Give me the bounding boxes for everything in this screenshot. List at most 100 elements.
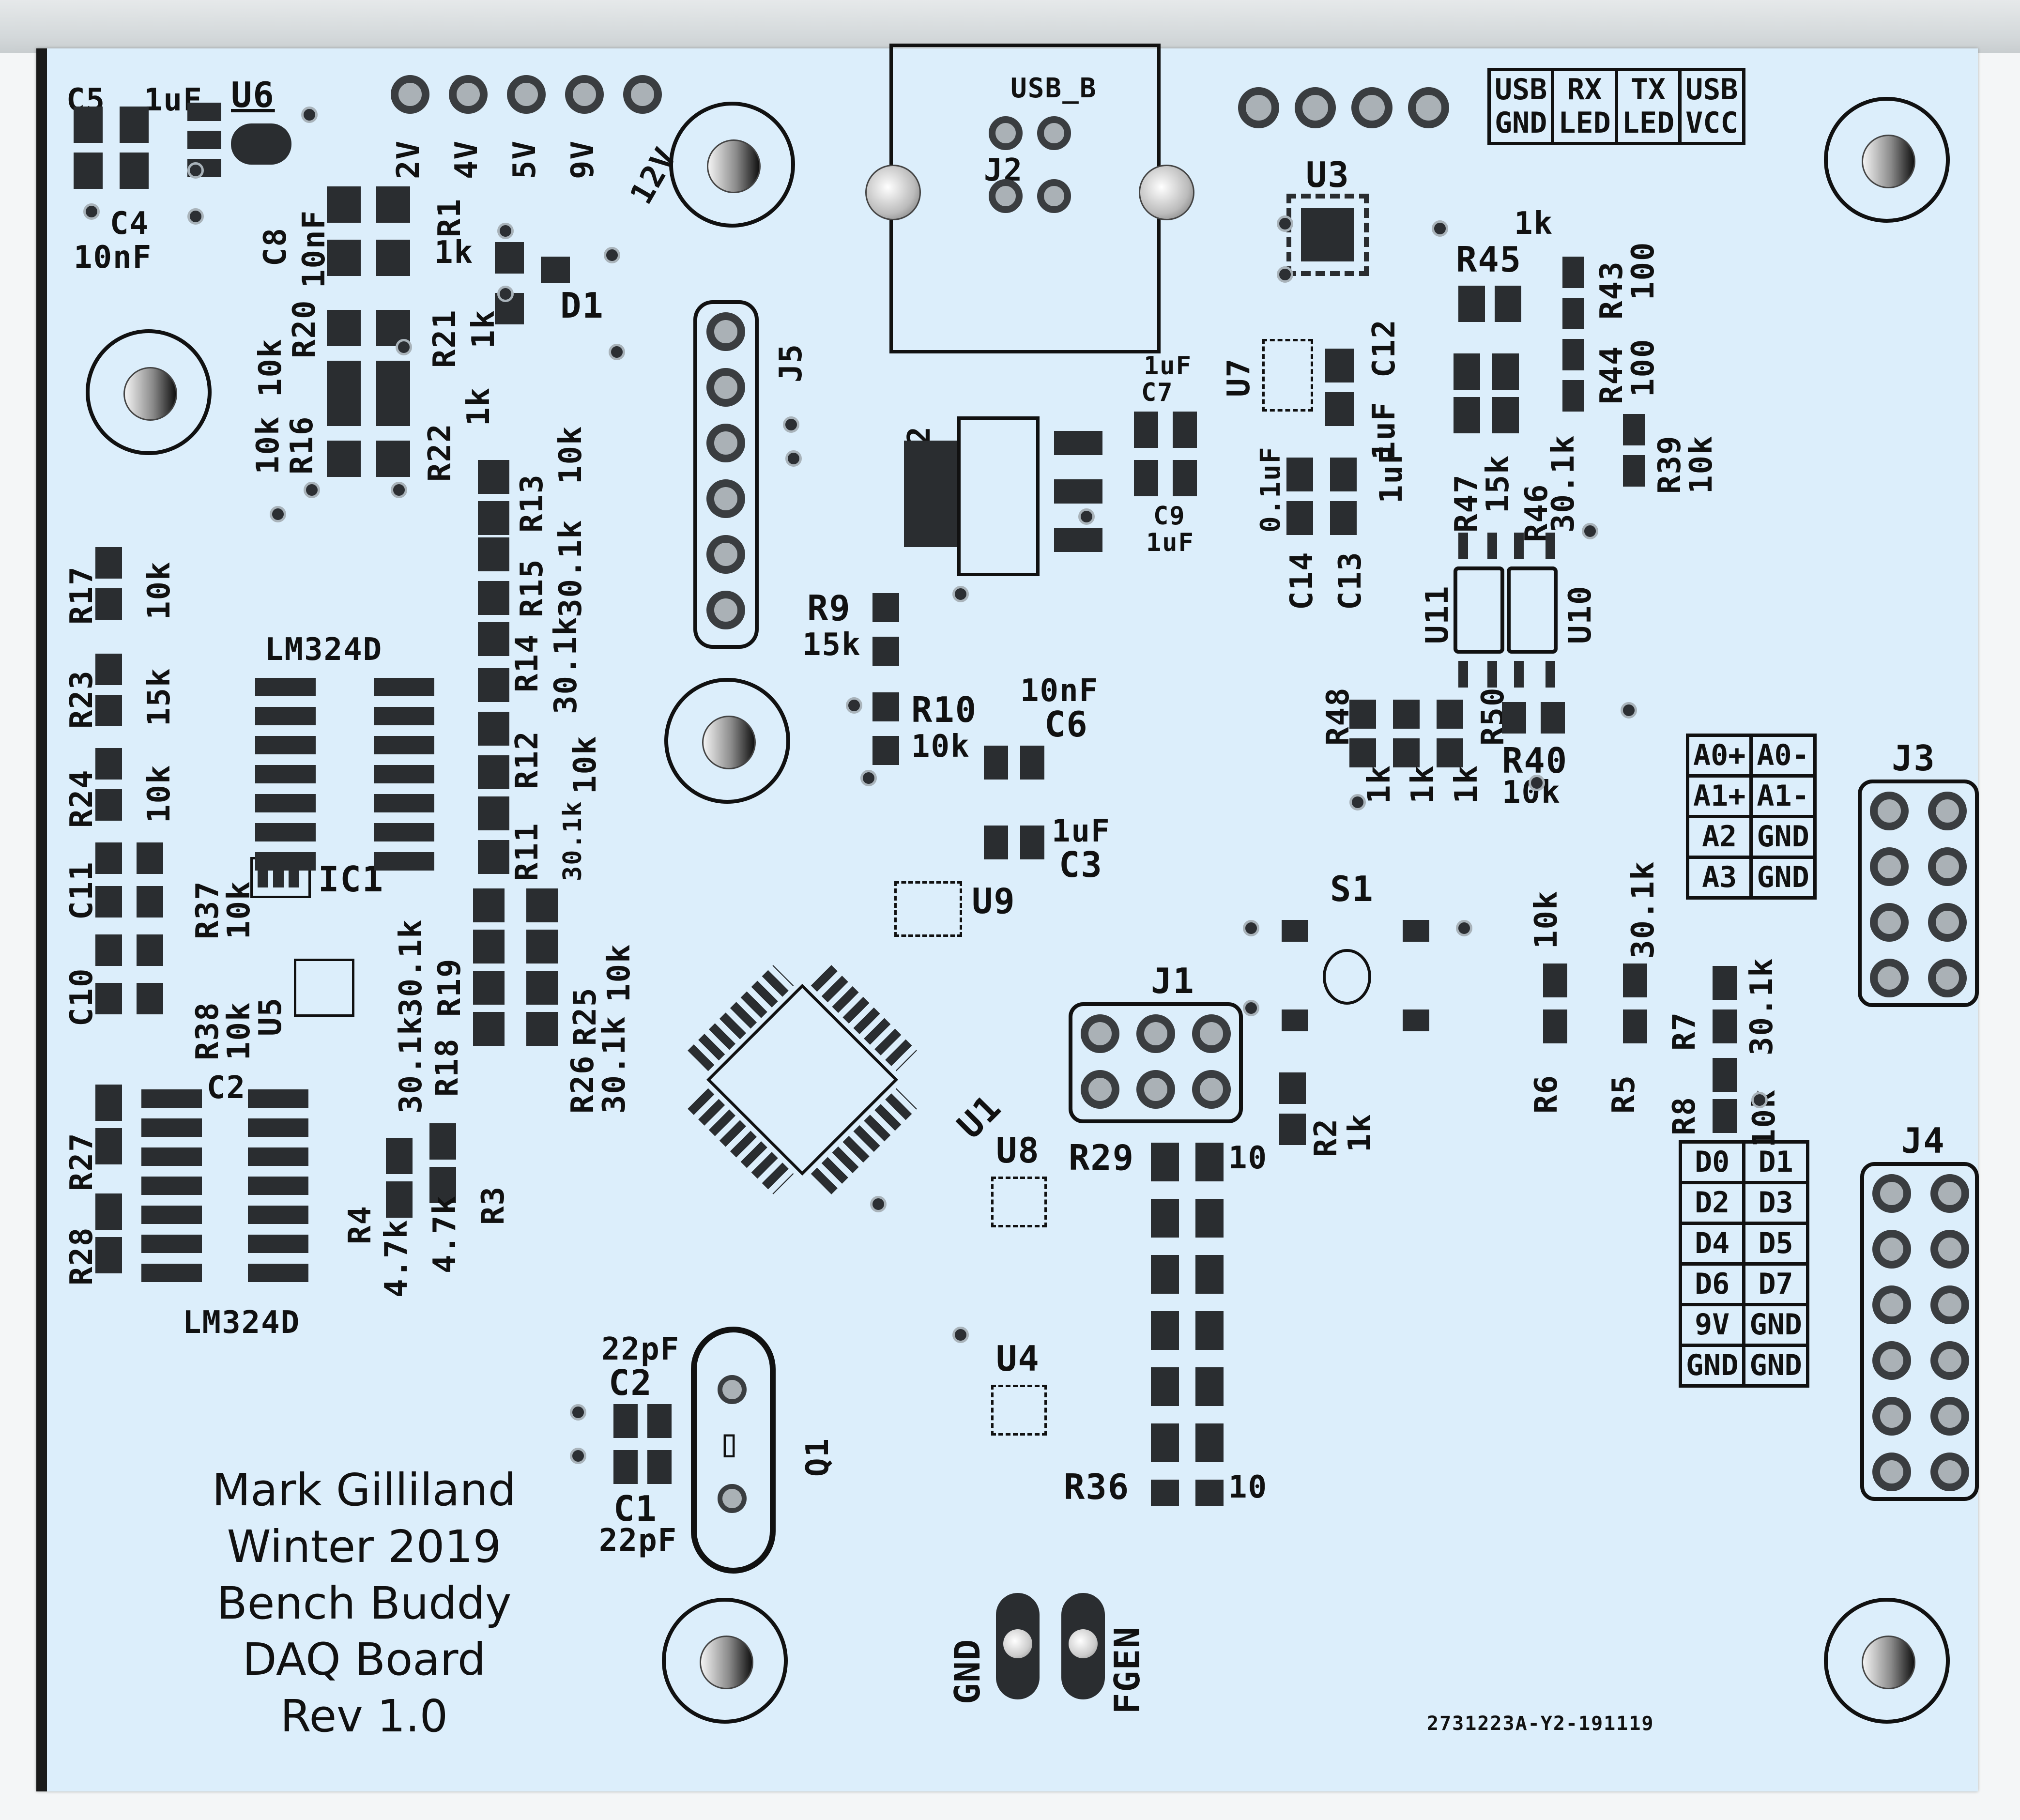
j3-pin-label: A1+ (1685, 774, 1753, 818)
value-r46: 30.1k (1546, 434, 1581, 533)
j3-pin (1928, 903, 1967, 942)
via (870, 1196, 887, 1212)
pad (647, 1450, 672, 1484)
j4-pin (1872, 1453, 1911, 1491)
ref-r4: R4 (342, 1205, 378, 1244)
fab-code: 2731223A-Y2-191119 (1427, 1713, 1654, 1735)
pad (647, 1404, 672, 1438)
j4-pin (1930, 1341, 1969, 1380)
via (187, 162, 204, 179)
pad (141, 1235, 202, 1253)
label-gnd-jack: GND (947, 1638, 988, 1704)
pad (1134, 412, 1158, 448)
pad (1623, 1009, 1647, 1043)
pad (473, 888, 505, 922)
pad (478, 581, 509, 615)
via (952, 1327, 969, 1343)
via (1751, 1092, 1768, 1108)
pad (872, 736, 899, 765)
pad (376, 441, 410, 477)
pad (95, 842, 122, 874)
via (1456, 920, 1472, 936)
pad (374, 736, 434, 754)
value-r7: 30.1k (1744, 957, 1780, 1055)
pad (526, 1012, 558, 1046)
pad (1454, 397, 1480, 433)
j4-pin (1872, 1397, 1911, 1436)
s1-button-icon[interactable] (1323, 949, 1371, 1005)
pad (141, 1177, 202, 1195)
j5-pin (706, 312, 745, 351)
pad (1393, 700, 1420, 729)
pad (374, 794, 434, 812)
j5-pin (706, 368, 745, 407)
ref-r36: R36 (1064, 1467, 1130, 1507)
pad (1487, 533, 1497, 559)
pad (141, 1147, 202, 1166)
board-credits: Mark Gilliland Winter 2019 Bench Buddy D… (175, 1462, 553, 1745)
pad (1173, 412, 1197, 448)
via (609, 344, 625, 360)
pad (1562, 339, 1584, 370)
pad (904, 441, 957, 547)
pad (478, 796, 509, 830)
pad (526, 930, 558, 964)
pad (95, 1193, 122, 1230)
ref-c14: C14 (1284, 551, 1320, 610)
via (270, 506, 286, 522)
pad (478, 840, 509, 874)
credit-board: DAQ Board (242, 1634, 486, 1686)
via (604, 247, 620, 263)
pad (1514, 533, 1524, 559)
pad (473, 930, 505, 964)
ref-r20: R20 (287, 299, 322, 358)
u3-body (1301, 208, 1354, 261)
ref-j3: J3 (1892, 738, 1936, 779)
ref-r3: R3 (475, 1185, 511, 1225)
usb-status-pin (1295, 87, 1336, 128)
j4-pin-label: GND (1678, 1344, 1746, 1388)
j3-pinout-table: A0+ A0- A1+ A1- A2 GND A3 GND (1685, 734, 1817, 900)
ref-r26: R26 (565, 1055, 601, 1114)
j4-pin (1930, 1285, 1969, 1324)
pad (248, 1206, 308, 1224)
value-r25: 10k (601, 943, 637, 1002)
j5-pin (706, 424, 745, 462)
pad (1020, 746, 1044, 780)
j4-pin-label: D7 (1742, 1262, 1809, 1306)
value-r1: 1k (434, 235, 474, 271)
label-lm324-top: LM324D (265, 632, 383, 668)
q1-pin (718, 1484, 747, 1513)
pad (541, 257, 570, 283)
pad (1623, 414, 1645, 445)
ref-r39: R39 (1652, 435, 1688, 494)
j4-pin-label: GND (1742, 1344, 1809, 1388)
ref-r18: R18 (429, 1038, 465, 1097)
pad (141, 1206, 202, 1224)
ref-r13: R13 (514, 474, 550, 533)
pad (1487, 661, 1497, 688)
pad (429, 1123, 456, 1160)
j4-pin-label: D3 (1742, 1181, 1809, 1225)
ref-c13: C13 (1332, 551, 1368, 610)
gnd-jack[interactable] (996, 1593, 1040, 1699)
ref-c12: C12 (1366, 319, 1402, 378)
pad (872, 637, 899, 666)
label-fgen-jack: FGEN (1107, 1626, 1148, 1714)
u4-outline (991, 1385, 1047, 1436)
ref-u5: U5 (253, 996, 289, 1036)
pad (1437, 738, 1463, 767)
pad (429, 1167, 456, 1203)
usb-status-pin (1351, 87, 1393, 128)
fgen-jack[interactable] (1061, 1593, 1105, 1699)
value-r10: 10k (911, 729, 970, 765)
pad (1458, 286, 1485, 322)
pad (137, 886, 163, 918)
ref-c7: C7 (1141, 378, 1174, 407)
j4-pin-label: GND (1742, 1303, 1809, 1347)
pad (1562, 298, 1584, 329)
value-r38: 10k (221, 1001, 257, 1060)
pad (1282, 920, 1308, 942)
value-r26: 30.1k (597, 1015, 632, 1114)
